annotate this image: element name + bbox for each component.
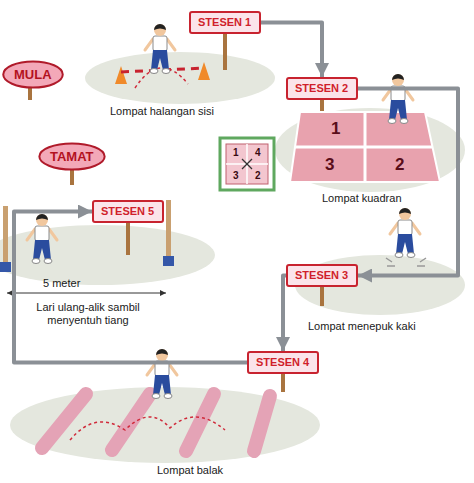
inset-number: 3 (233, 170, 239, 182)
sign-post (281, 373, 285, 392)
inset-grid (226, 144, 268, 184)
sign-text: MULA (14, 67, 52, 82)
log (254, 396, 270, 451)
sign-text: STESEN 1 (198, 16, 252, 29)
log (42, 394, 86, 448)
jump-path (70, 417, 225, 440)
oval-shape (3, 61, 63, 87)
ground-patch (275, 108, 465, 192)
boy-figure (390, 208, 420, 258)
log (112, 394, 150, 450)
cone (198, 62, 210, 80)
cone (115, 66, 127, 84)
floor-number: 1 (331, 119, 340, 139)
station-sign: STESEN 3 (286, 264, 358, 287)
boy-figure (383, 74, 413, 124)
floor-number: 2 (395, 155, 404, 175)
start-sign: MULA (2, 60, 64, 89)
pole-base (0, 262, 11, 272)
sign-text: TAMAT (50, 149, 94, 164)
station-caption: Lompat halangan sisi (110, 105, 214, 118)
floor-line (295, 146, 432, 149)
boy-figure (145, 24, 175, 74)
inset-number: 2 (255, 170, 261, 182)
station-caption: Lari ulang-alik sambil menyentuh tiang (18, 301, 158, 327)
sign-text: STESEN 5 (101, 205, 155, 218)
flow-arrow (283, 276, 286, 352)
flow-arrow (261, 23, 322, 78)
station-sign: STESEN 5 (92, 200, 164, 223)
jump-path (135, 68, 188, 88)
sign-post (126, 222, 130, 255)
flow-arrow (14, 212, 247, 363)
impact-marks (386, 258, 426, 266)
pole (3, 206, 8, 270)
sign-text: STESEN 2 (295, 82, 349, 95)
sign-post (223, 32, 227, 70)
pole (166, 200, 171, 264)
station-sign: STESEN 2 (286, 77, 358, 100)
station-caption: Lompat menepuk kaki (308, 320, 416, 333)
flow-arrow (358, 89, 458, 276)
sign-post (320, 286, 324, 306)
station-sign: STESEN 4 (247, 351, 319, 374)
inset-frame (220, 138, 274, 190)
sign-post (70, 168, 74, 185)
quadrant-floor (290, 112, 440, 182)
log (186, 394, 214, 451)
inset-arrow (242, 159, 252, 169)
sign-text: STESEN 3 (295, 269, 349, 282)
ground-patch (85, 52, 275, 104)
dimension-arrows (7, 290, 166, 296)
dimension-label: 5 meter (43, 277, 80, 290)
inset-number: 4 (255, 147, 261, 159)
station-sign: STESEN 1 (189, 11, 261, 34)
pole-base (163, 256, 174, 266)
station-caption: Lompat kuadran (322, 192, 402, 205)
boy-figure (147, 349, 177, 399)
floor-number: 3 (325, 155, 334, 175)
dimension-line (7, 293, 166, 294)
sign-text: STESEN 4 (256, 356, 310, 369)
finish-sign: TAMAT (38, 142, 106, 171)
station-caption: Lompat balak (157, 464, 223, 477)
inset-number: 1 (233, 147, 239, 159)
inset-arrow (242, 159, 252, 169)
boy-figure (27, 214, 57, 264)
sign-post (320, 98, 324, 112)
oval-shape (39, 143, 104, 169)
